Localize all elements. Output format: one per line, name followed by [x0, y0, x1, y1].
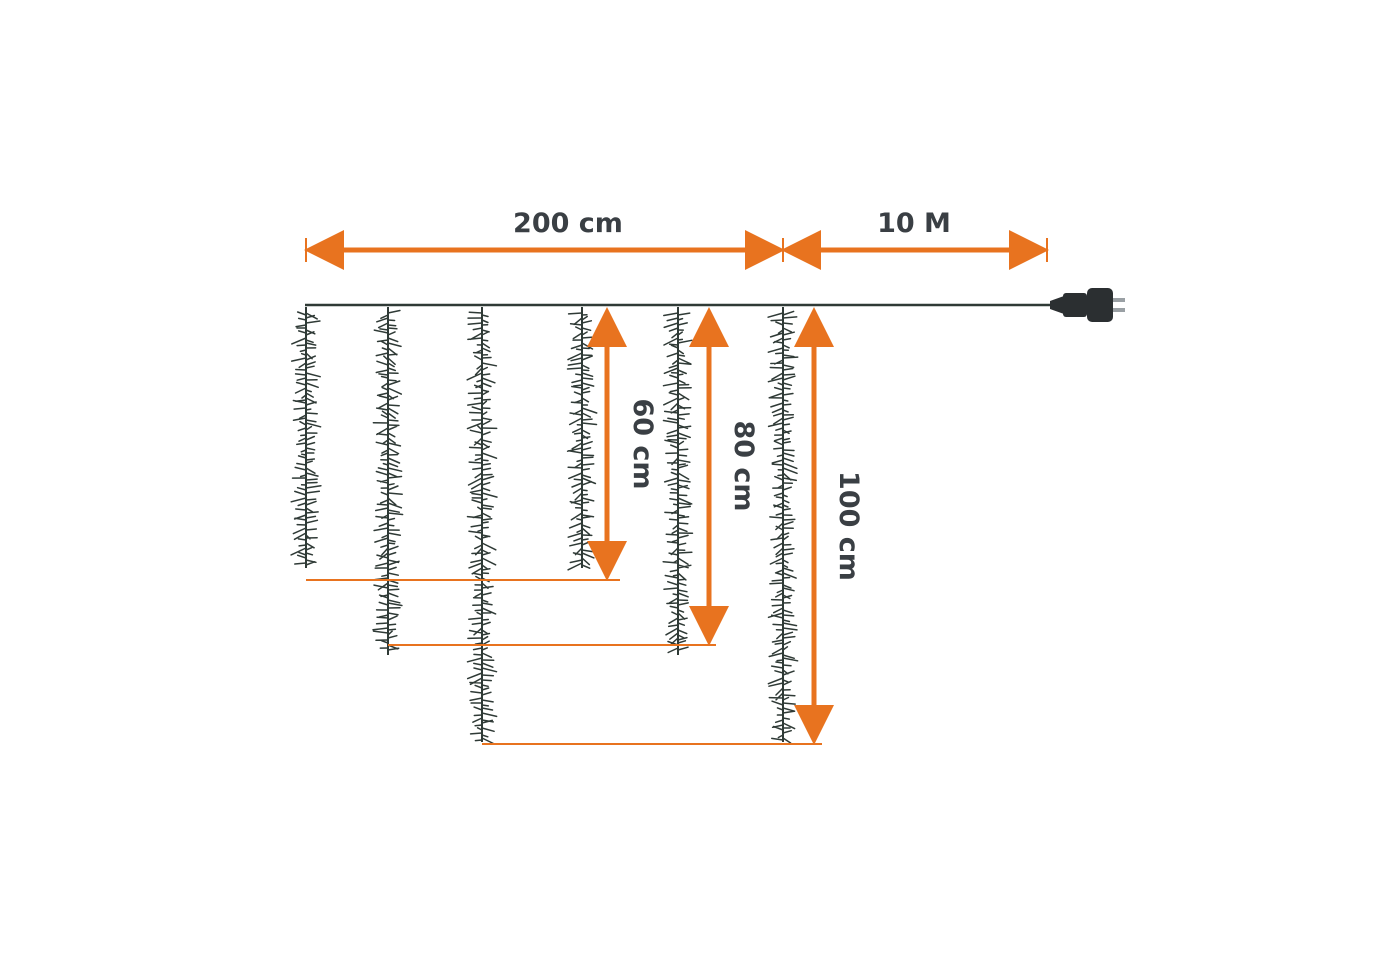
- light-strand: [290, 307, 322, 568]
- bottom-reference-lines: [306, 579, 822, 745]
- light-strand: [767, 307, 799, 744]
- light-strands: [290, 307, 799, 745]
- light-strand: [372, 307, 404, 655]
- length-short-label: 60 cm: [627, 398, 658, 489]
- cable-label: 10 M: [877, 208, 951, 239]
- light-strand: [662, 307, 694, 655]
- width-label: 200 cm: [513, 208, 623, 239]
- power-plug-icon: [1050, 288, 1125, 322]
- length-mid-label: 80 cm: [728, 420, 759, 511]
- length-long-label: 100 cm: [833, 471, 864, 581]
- light-strand: [466, 307, 498, 745]
- light-strand: [566, 307, 598, 571]
